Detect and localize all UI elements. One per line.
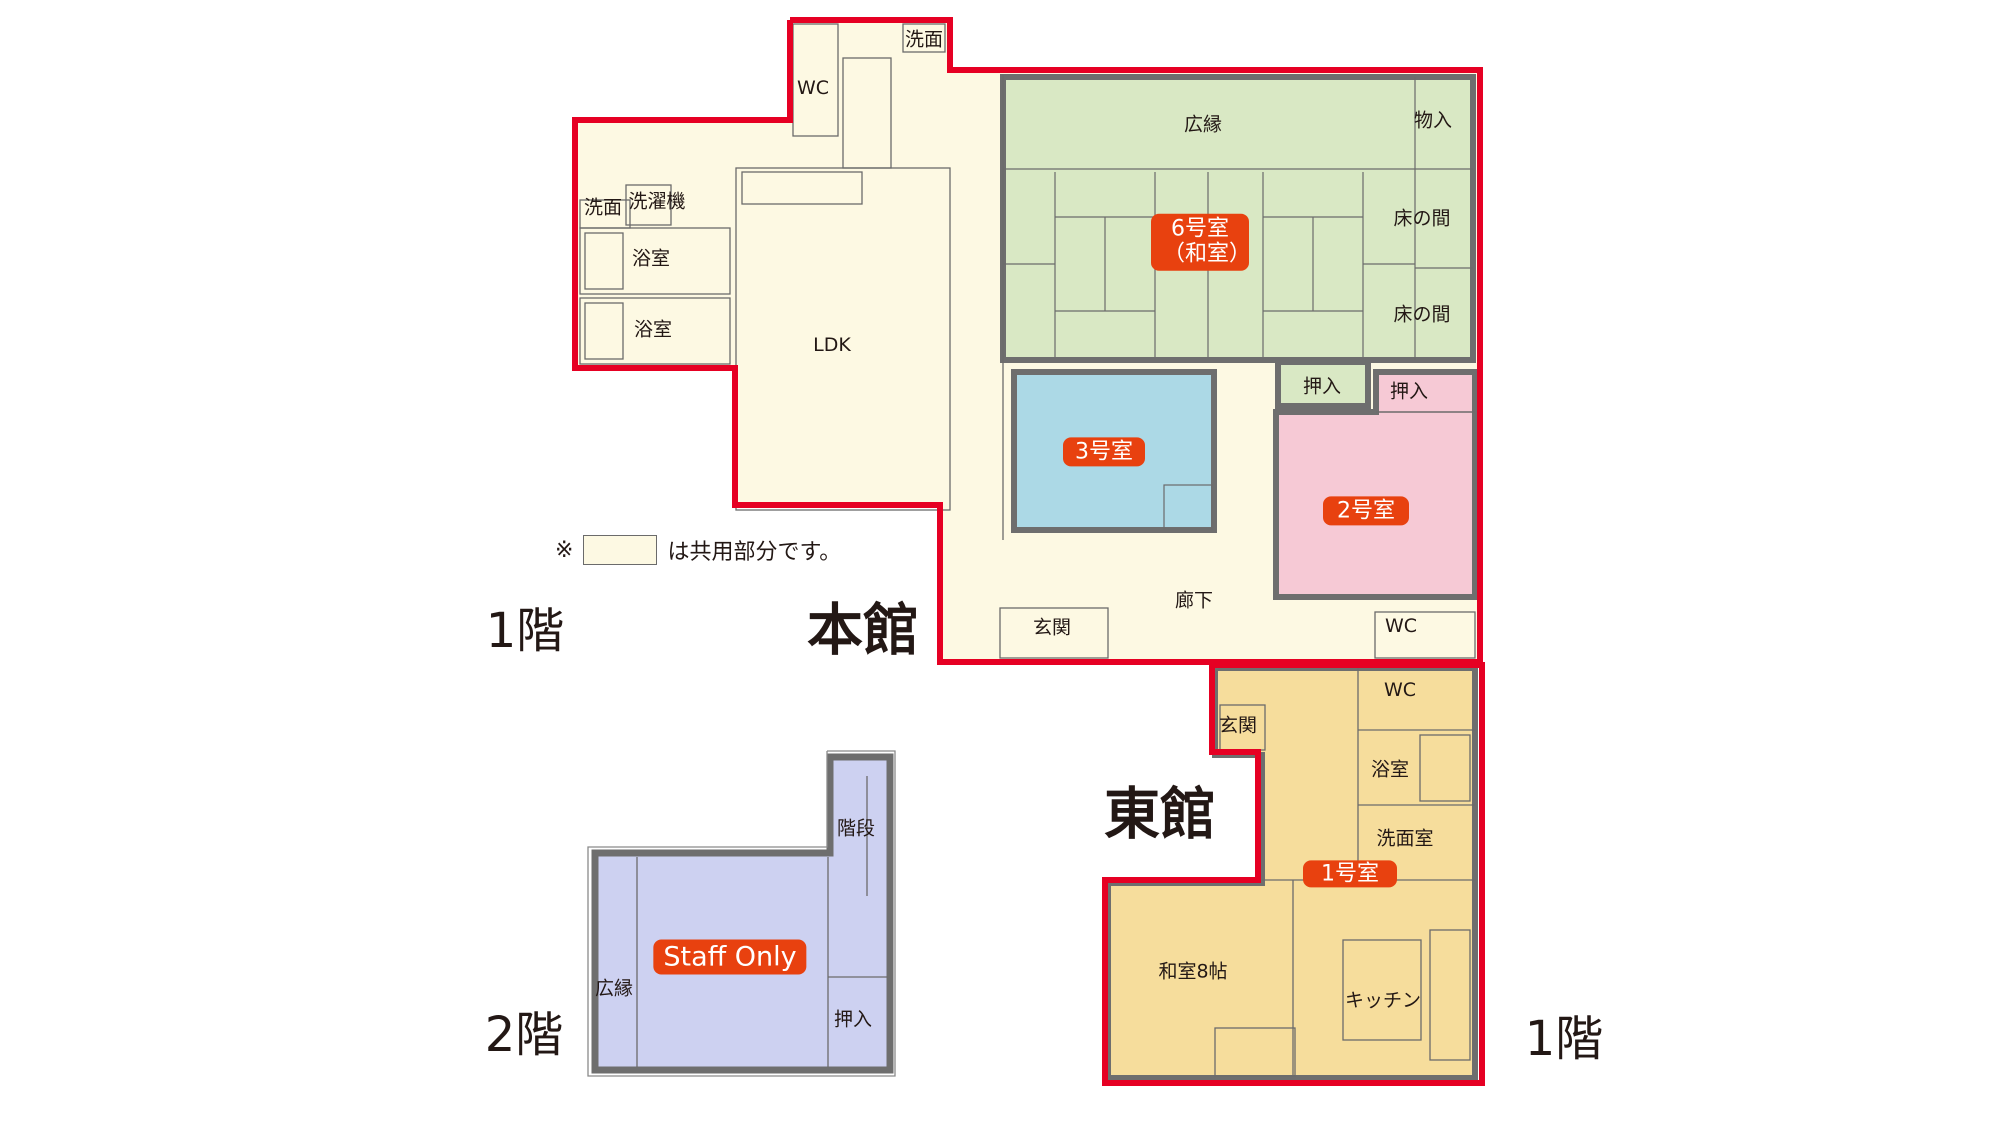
label-wc-right: WC (1384, 615, 1418, 637)
room6-badge: 6号室 （和室） (1151, 213, 1252, 271)
label-entrance-east: 玄関 (1218, 714, 1258, 737)
east-floor-label: 1階 (1524, 1011, 1604, 1067)
label-washing-machine: 洗濯機 (628, 190, 686, 213)
legend-swatch (583, 535, 658, 565)
label-washbasin-top: 洗面 (904, 28, 944, 51)
east-outline (1102, 662, 1485, 1086)
label-wc-top: WC (796, 77, 830, 99)
label-alcove1: 床の間 (1393, 207, 1451, 230)
label-bath2: 浴室 (633, 318, 673, 341)
label-tatami-east: 和室8帖 (1158, 960, 1228, 983)
staff-only-badge: Staff Only (653, 939, 807, 975)
room2-badge: 2号室 (1323, 496, 1409, 526)
label-bath1: 浴室 (631, 247, 671, 270)
label-storage-room6: 物入 (1413, 109, 1453, 132)
label-bath-east: 浴室 (1370, 758, 1410, 781)
label-stairs-upper: 階段 (836, 817, 876, 840)
label-washroom-east: 洗面室 (1376, 827, 1434, 850)
upper-floor-label: 2階 (484, 1007, 564, 1063)
label-veranda-room6: 広縁 (1183, 113, 1223, 136)
label-corridor: 廊下 (1174, 589, 1214, 612)
main-outline (572, 17, 1483, 665)
room3-badge: 3号室 (1063, 437, 1145, 467)
legend-text: は共用部分です。 (667, 540, 842, 565)
east-building-label: 東館 (1104, 782, 1216, 848)
main-building-label: 本館 (807, 598, 919, 664)
room1-badge: 1号室 (1303, 860, 1397, 888)
label-ldk: LDK (813, 334, 851, 356)
label-entrance-main: 玄関 (1032, 616, 1072, 639)
legend-mark: ※ (555, 537, 574, 563)
label-veranda-upper: 広縁 (594, 977, 634, 1000)
label-closet-upper: 押入 (833, 1008, 873, 1031)
legend: ※ は共用部分です。 (555, 533, 895, 567)
label-kitchen-east: キッチン (1344, 989, 1422, 1012)
label-wc-east: WC (1383, 679, 1417, 701)
label-alcove2: 床の間 (1393, 303, 1451, 326)
main-floor-label: 1階 (485, 603, 565, 659)
label-closet-room6: 押入 (1302, 375, 1342, 398)
label-closet-room2: 押入 (1389, 380, 1429, 403)
upper-area (591, 753, 894, 1074)
room6-closet (1275, 359, 1371, 409)
room6-badge-line1: 6号室 (1171, 216, 1229, 242)
room6-badge-line2: （和室） (1163, 242, 1252, 267)
label-washbasin-left: 洗面 (583, 196, 623, 219)
